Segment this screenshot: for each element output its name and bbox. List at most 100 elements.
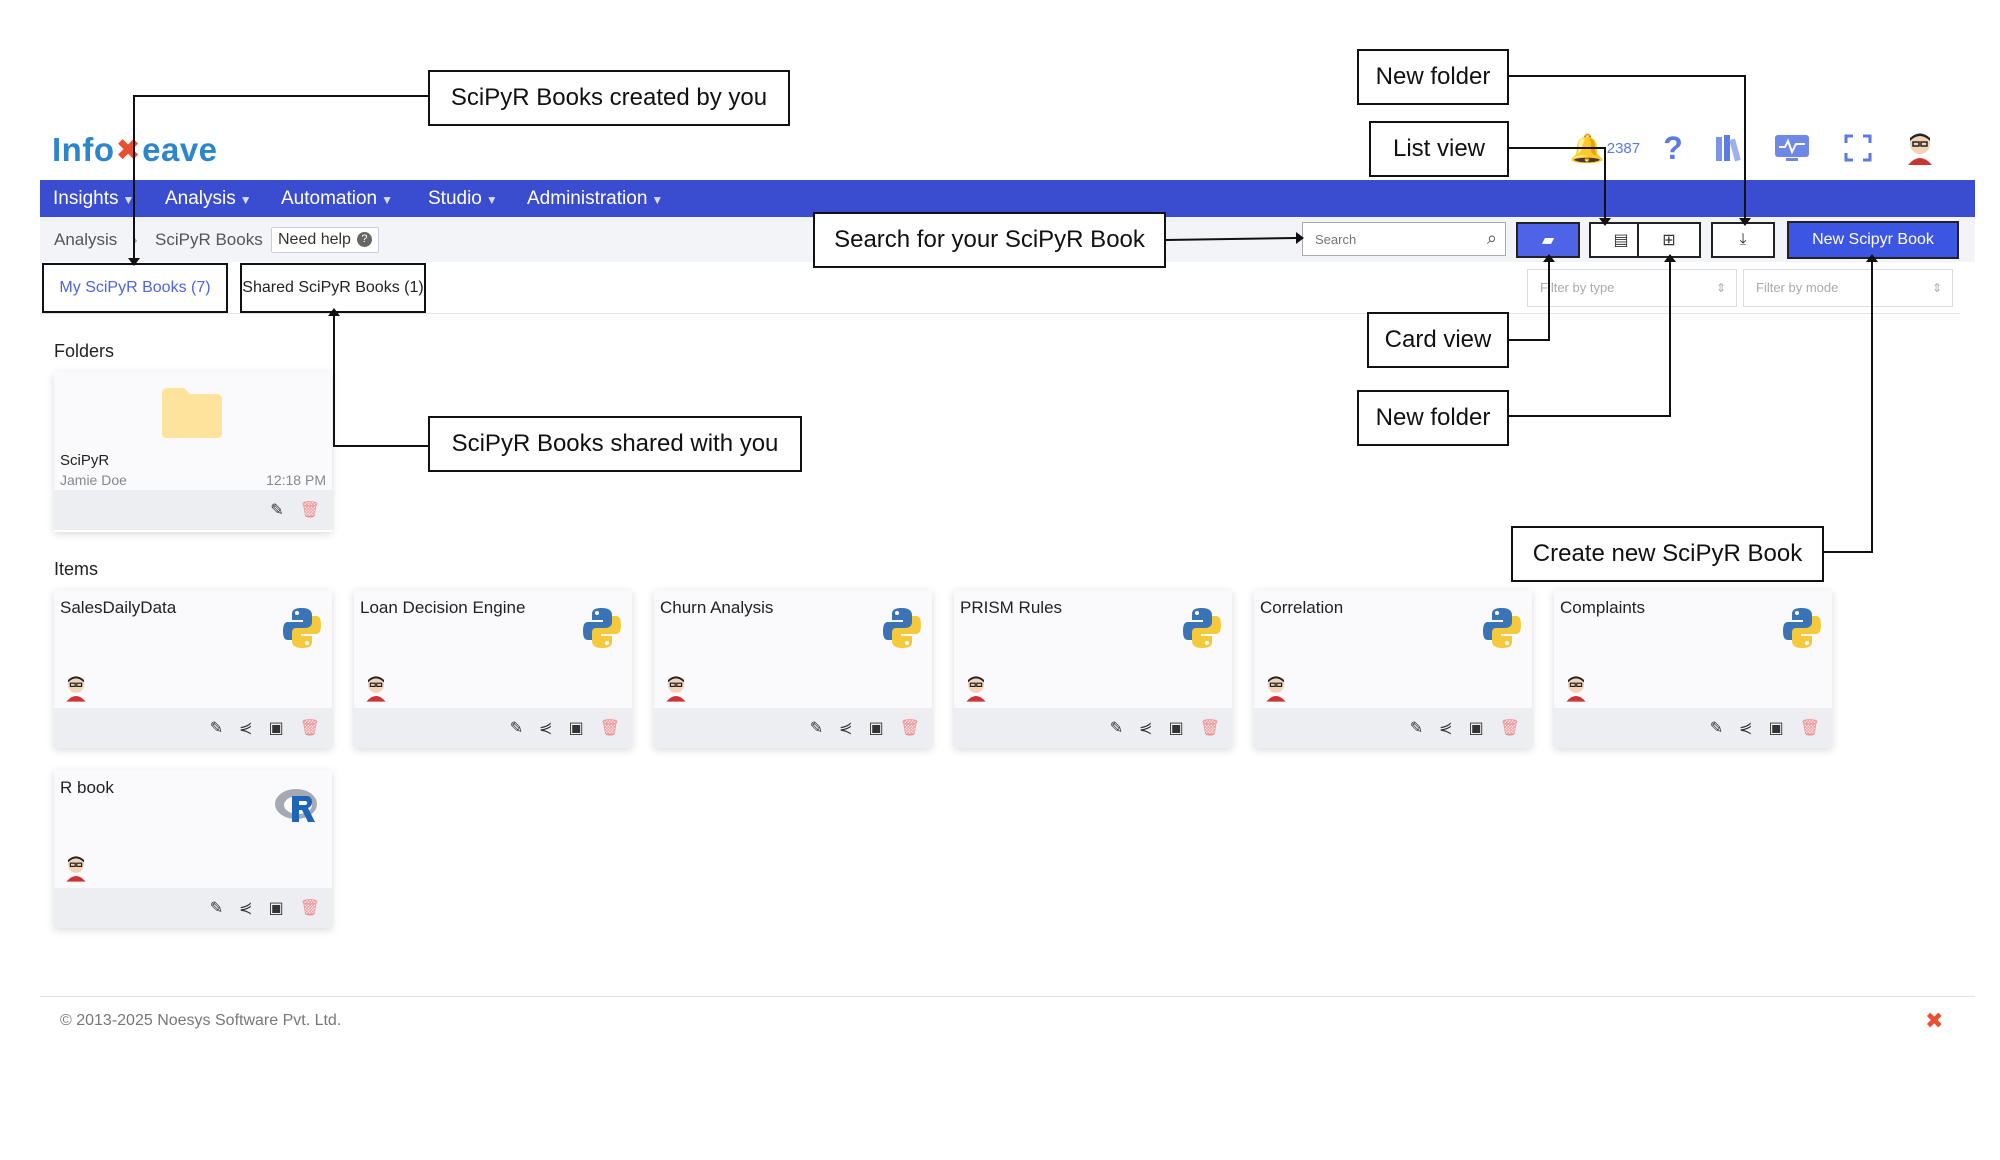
filter-by-type-select[interactable]: Filter by type⇕ [1527, 269, 1737, 307]
filter-by-mode-select[interactable]: Filter by mode⇕ [1743, 269, 1953, 307]
sort-arrows-icon: ⇕ [1931, 281, 1942, 295]
delete-icon[interactable]: 🗑 [899, 720, 920, 737]
item-card[interactable]: Complaints ✎ ⋞ ▣ 🗑 [1554, 590, 1832, 748]
item-card[interactable]: SalesDailyData✎⋞▣🗑 [54, 590, 332, 748]
r-logo-icon [274, 786, 322, 834]
owner-avatar [64, 674, 88, 702]
search-input[interactable] [1313, 223, 1477, 255]
share-icon[interactable]: ⋞ [1739, 720, 1753, 737]
move-to-folder-icon[interactable]: ▣ [568, 720, 584, 737]
item-card[interactable]: Loan Decision Engine ✎ ⋞ ▣ 🗑 [354, 590, 632, 748]
notification-count: 2387 [1606, 139, 1641, 157]
move-to-folder-icon[interactable]: ▣ [268, 900, 284, 917]
help-icon[interactable]: ? [1663, 129, 1683, 166]
import-button[interactable]: ⤓ [1711, 222, 1775, 258]
footer-divider [40, 996, 1975, 997]
infoveave-logo[interactable]: Info✖eave [52, 131, 218, 168]
chevron-down-icon: ▼ [122, 193, 135, 207]
callout-new-folder-bottom: New folder [1357, 390, 1509, 446]
library-icon[interactable] [1710, 128, 1750, 168]
main-menu-bar: Insights▼ Analysis▼ Automation▼ Studio▼ … [40, 180, 1975, 217]
python-logo-icon [882, 606, 922, 658]
share-icon[interactable]: ⋞ [1139, 720, 1153, 737]
python-logo-icon [1482, 606, 1522, 658]
callout-new-folder-top: New folder [1357, 49, 1509, 105]
edit-icon[interactable]: ✎ [1109, 720, 1124, 737]
menu-administration[interactable]: Administration▼ [527, 188, 664, 209]
edit-icon[interactable]: ✎ [209, 900, 224, 917]
delete-icon[interactable]: 🗑 [599, 720, 620, 737]
menu-analysis[interactable]: Analysis▼ [165, 188, 252, 209]
search-icon[interactable]: ⌕ [1486, 228, 1497, 248]
owner-avatar [664, 674, 688, 702]
menu-studio[interactable]: Studio▼ [428, 188, 498, 209]
move-to-folder-icon[interactable]: ▣ [868, 720, 884, 737]
delete-icon[interactable]: 🗑 [1499, 720, 1520, 737]
item-card[interactable]: Correlation✎⋞▣🗑 [1254, 590, 1532, 748]
folder-card[interactable]: SciPyR Jamie Doe 12:18 PM ✎ 🗑 [54, 372, 332, 532]
move-to-folder-icon[interactable]: ▣ [1468, 720, 1484, 737]
python-logo-icon [582, 606, 622, 658]
card-view-button[interactable]: ▰ [1516, 222, 1580, 258]
breadcrumb-current: SciPyR Books [155, 230, 263, 249]
python-logo-icon [1182, 606, 1222, 658]
item-card[interactable]: R book ✎ ⋞ ▣ 🗑 [54, 770, 332, 928]
share-icon[interactable]: ⋞ [539, 720, 553, 737]
menu-insights[interactable]: Insights▼ [53, 188, 135, 209]
item-card[interactable]: Churn Analysis✎⋞▣🗑 [654, 590, 932, 748]
folder-time: 12:18 PM [266, 472, 326, 488]
callout-search: Search for your SciPyR Book [813, 212, 1166, 268]
chevron-down-icon: ▼ [651, 193, 664, 207]
callout-list-view: List view [1369, 121, 1509, 177]
edit-icon[interactable]: ✎ [209, 720, 224, 737]
folder-icon [162, 388, 222, 438]
need-help-button[interactable]: Need help? [271, 227, 379, 253]
monitor-icon[interactable] [1770, 128, 1814, 168]
share-icon[interactable]: ⋞ [839, 720, 853, 737]
edit-icon[interactable]: ✎ [509, 720, 524, 737]
share-icon[interactable]: ⋞ [239, 900, 253, 917]
item-title: Complaints [1560, 598, 1646, 617]
owner-avatar [964, 674, 988, 702]
delete-icon[interactable]: 🗑 [1799, 720, 1820, 737]
folder-owner: Jamie Doe [60, 472, 127, 488]
owner-avatar [364, 674, 388, 702]
download-icon: ⤓ [1739, 231, 1747, 248]
edit-icon[interactable]: ✎ [270, 502, 284, 519]
item-title: R book [60, 778, 114, 797]
python-logo-icon [282, 606, 322, 658]
delete-icon[interactable]: 🗑 [299, 720, 320, 737]
item-card[interactable]: PRISM Rules ✎ ⋞ ▣ 🗑 [954, 590, 1232, 748]
user-avatar[interactable] [1900, 128, 1940, 168]
delete-icon[interactable]: 🗑 [299, 900, 320, 917]
share-icon[interactable]: ⋞ [239, 720, 253, 737]
folder-plus-icon: ⊞ [1662, 232, 1676, 249]
delete-icon[interactable]: 🗑 [299, 502, 320, 519]
copyright-text: © 2013-2025 Noesys Software Pvt. Ltd. [60, 1012, 342, 1029]
footer-logo-icon: ✖ [1925, 1008, 1944, 1033]
breadcrumb-analysis[interactable]: Analysis [54, 230, 118, 249]
edit-icon[interactable]: ✎ [1409, 720, 1424, 737]
delete-icon[interactable]: 🗑 [1199, 720, 1220, 737]
item-title: PRISM Rules [960, 598, 1063, 617]
folders-heading: Folders [54, 341, 115, 361]
chevron-down-icon: ▼ [381, 193, 394, 207]
edit-icon[interactable]: ✎ [1709, 720, 1724, 737]
callout-card-view: Card view [1367, 312, 1509, 368]
chevron-down-icon: ▼ [239, 193, 252, 207]
move-to-folder-icon[interactable]: ▣ [268, 720, 284, 737]
share-icon[interactable]: ⋞ [1439, 720, 1453, 737]
list-view-icon: ▤ [1613, 232, 1629, 249]
item-title: Loan Decision Engine [360, 598, 526, 617]
tab-divider [40, 313, 1960, 314]
search-box: ⌕ [1302, 222, 1506, 256]
owner-avatar [1564, 674, 1588, 702]
notification-button[interactable]: 🔔2387 [1565, 128, 1645, 168]
fullscreen-icon[interactable] [1838, 128, 1878, 168]
edit-icon[interactable]: ✎ [809, 720, 824, 737]
move-to-folder-icon[interactable]: ▣ [1168, 720, 1184, 737]
move-to-folder-icon[interactable]: ▣ [1768, 720, 1784, 737]
callout-shared-with-you: SciPyR Books shared with you [428, 416, 802, 472]
menu-automation[interactable]: Automation▼ [281, 188, 394, 209]
